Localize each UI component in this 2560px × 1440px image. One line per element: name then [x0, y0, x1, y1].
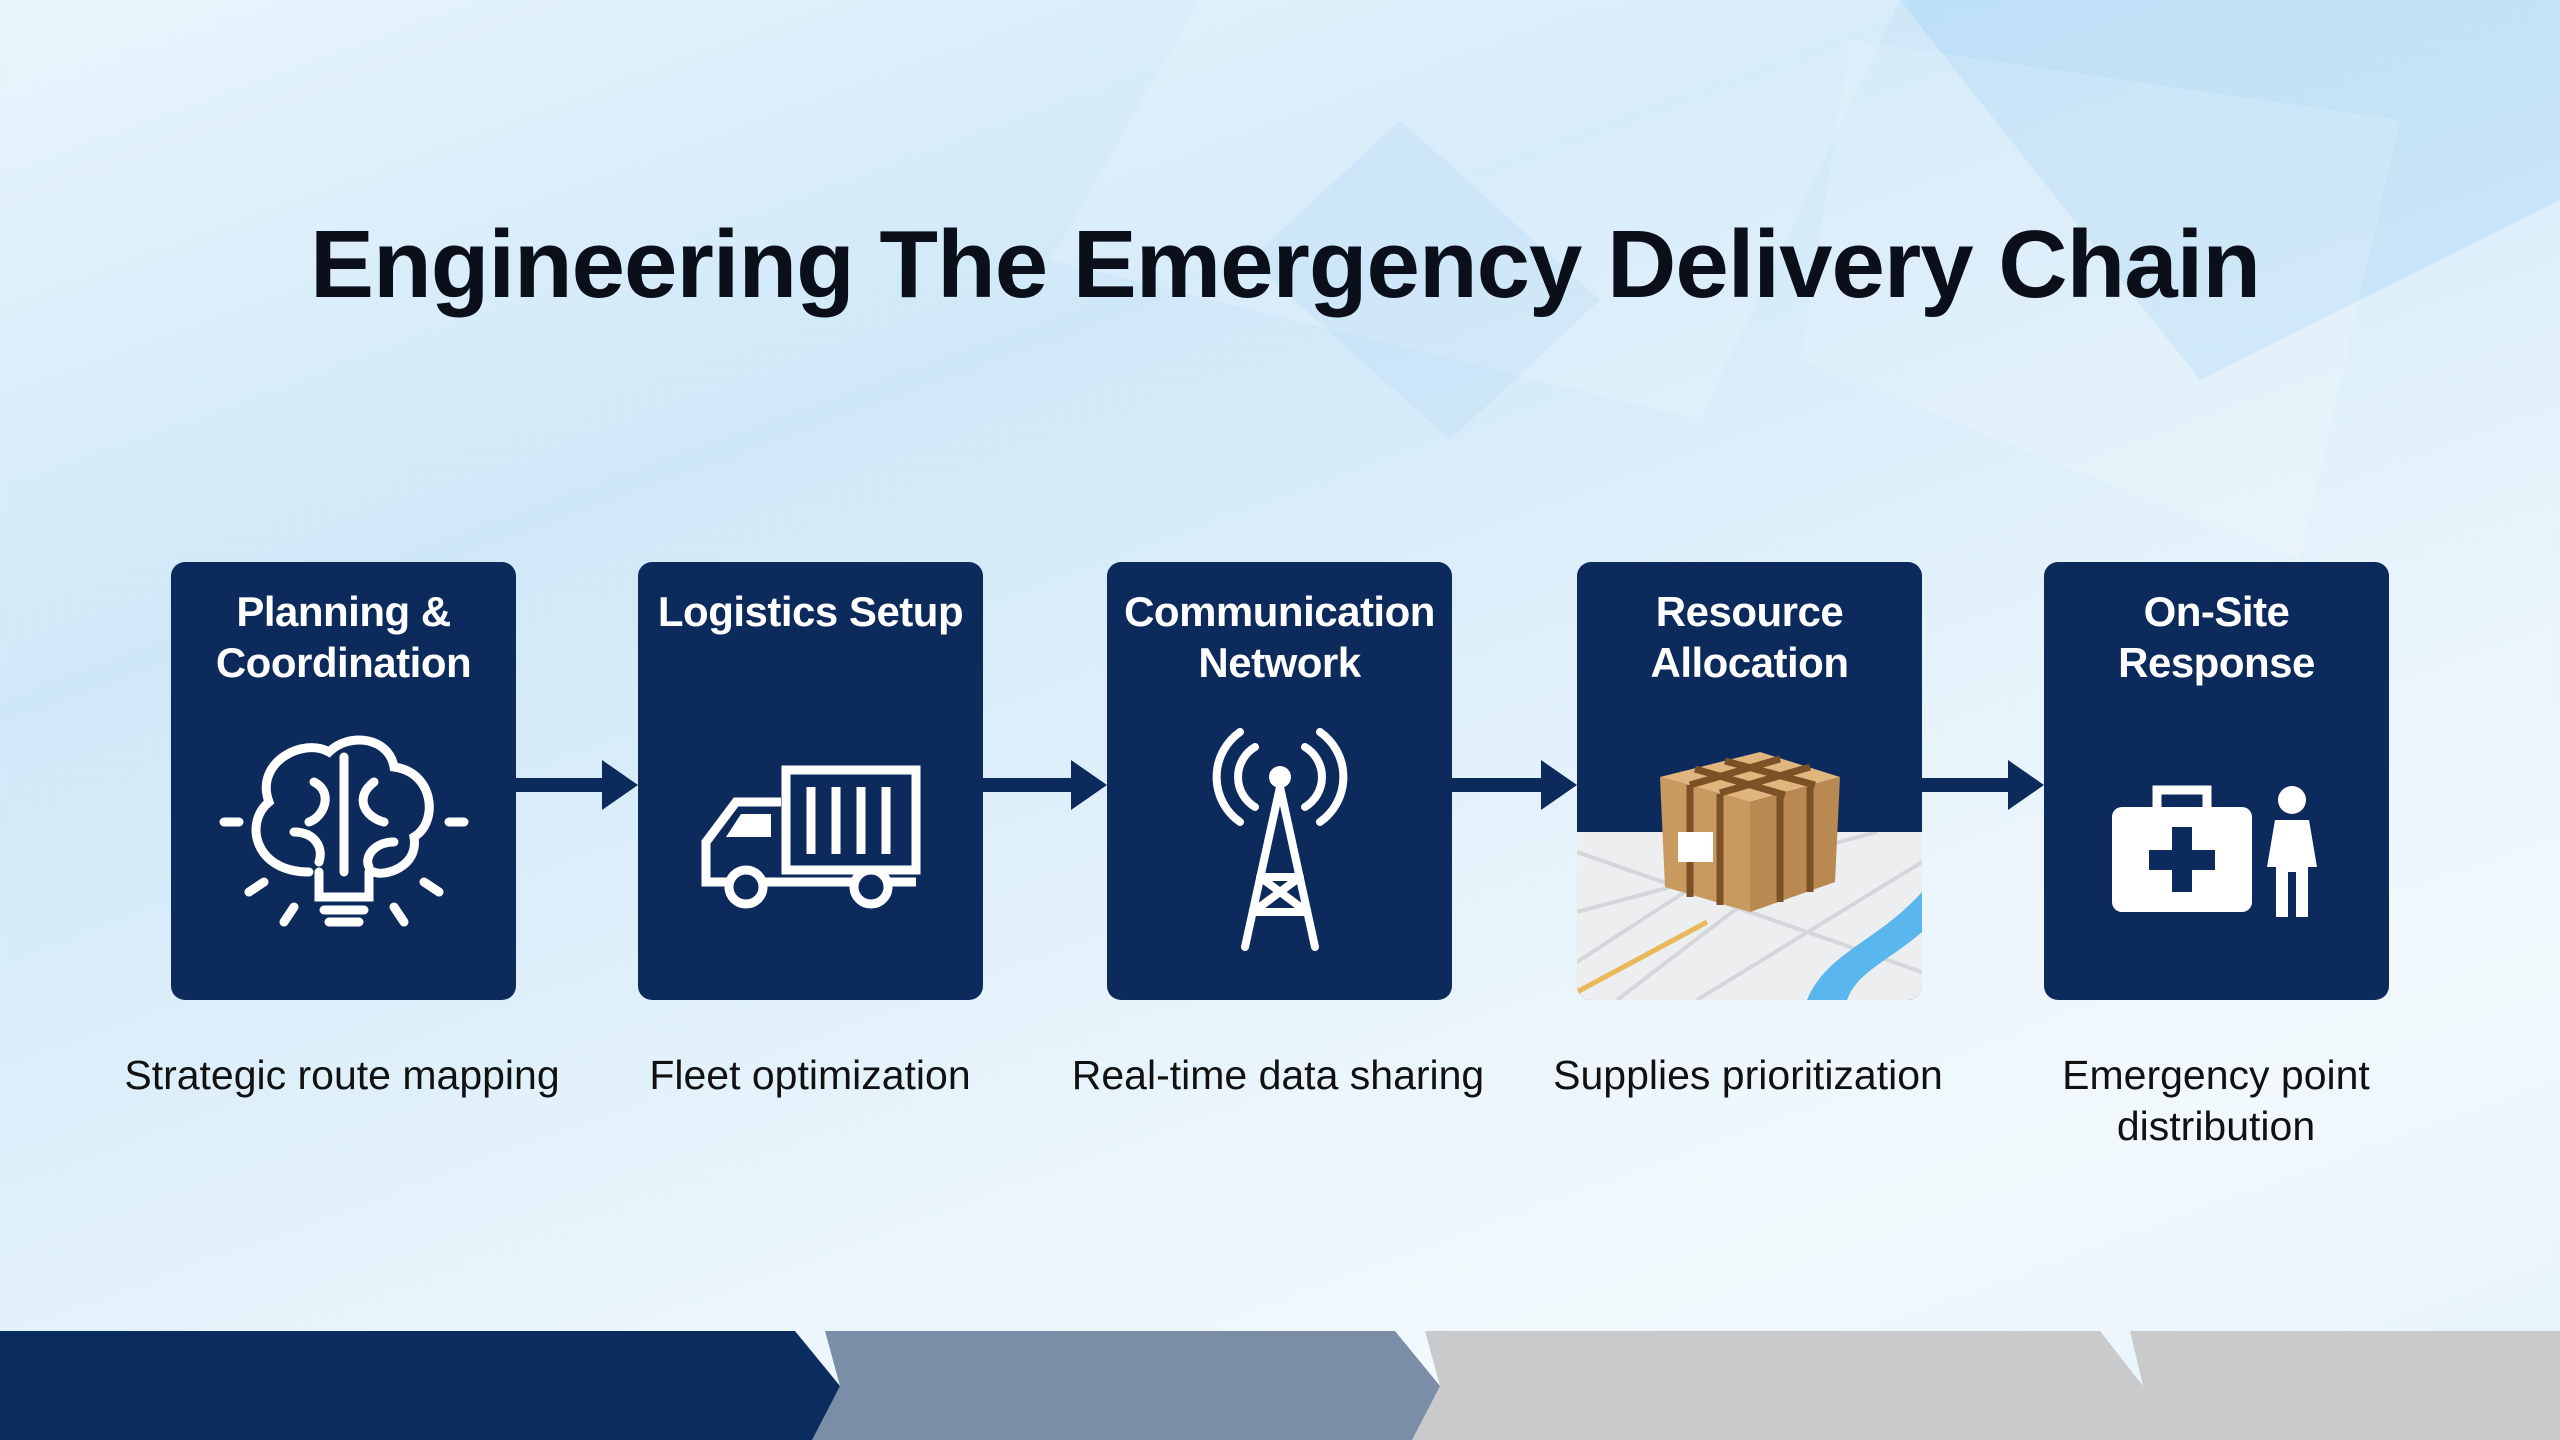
- progress-chevron-band: [0, 1331, 2560, 1440]
- step-caption: Emergency point distribution: [2062, 1052, 2370, 1149]
- step-card-onsite: On-Site Response: [2044, 562, 2389, 1000]
- step-title: Planning & Coordination: [215, 588, 472, 686]
- step-title: Communication Network: [1124, 588, 1435, 686]
- step-caption: Fleet optimization: [649, 1052, 971, 1098]
- step-title: Logistics Setup: [657, 588, 964, 635]
- step-card-logistics: Logistics Setup: [638, 562, 983, 1000]
- chevron-segment-2: [812, 1331, 1440, 1440]
- chevron-segment-3: [1412, 1331, 2143, 1440]
- step-card-planning: Planning & Coordination: [171, 562, 516, 1000]
- step-card-resource: Resource Allocation: [1577, 562, 1922, 1000]
- chevron-segment-1: [0, 1331, 840, 1440]
- arrow-right-icon: [983, 760, 1107, 810]
- step-caption: Strategic route mapping: [124, 1052, 560, 1098]
- arrow-right-icon: [1452, 760, 1577, 810]
- step-title: On-Site Response: [2118, 588, 2315, 686]
- step-title: Resource Allocation: [1650, 588, 1849, 686]
- radio-tower-icon: [1212, 728, 1347, 951]
- brain-lightbulb-icon: [219, 735, 468, 927]
- page-title: Engineering The Emergency Delivery Chain: [310, 211, 2261, 318]
- truck-icon: [701, 765, 920, 909]
- chevron-segment-4: [2118, 1331, 2560, 1440]
- step-caption: Real-time data sharing: [1071, 1052, 1485, 1098]
- arrow-right-icon: [516, 760, 638, 810]
- crate-icon: [1659, 752, 1840, 912]
- medical-kit-worker-icon: [2111, 785, 2317, 917]
- arrow-right-icon: [1922, 760, 2044, 810]
- step-caption: Supplies prioritization: [1553, 1052, 1943, 1098]
- step-card-communication: Communication Network: [1107, 562, 1452, 1000]
